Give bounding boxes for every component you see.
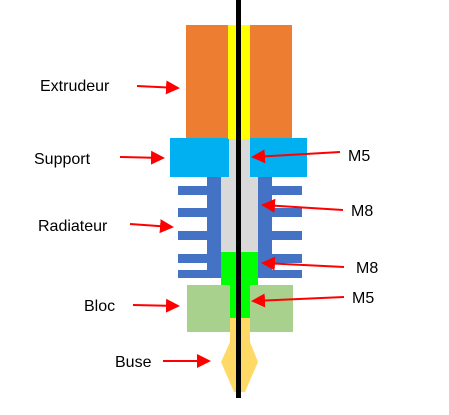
arrow-heatsink [129,219,174,234]
label-extruder: Extrudeur [40,78,110,95]
label-block: Bloc [84,298,115,315]
arrow-block [132,298,180,313]
heatsink-fin [178,270,210,278]
heatsink-fin [178,208,210,217]
filament [236,0,241,398]
heatsink-fin [270,231,302,240]
heatsink-fin [270,254,302,263]
arrow-m5-top [251,149,341,164]
heatsink-fin [270,270,302,278]
label-thread-m5-top: M5 [348,148,370,165]
heatsink-fin [178,186,210,195]
label-thread-m8-top: M8 [351,203,373,220]
arrow-extruder [136,80,180,95]
label-nozzle: Buse [115,354,152,371]
label-thread-m5-bottom: M5 [352,290,374,307]
label-heatsink: Radiateur [38,218,108,235]
label-support: Support [34,151,91,168]
heatsink-fin [270,186,302,195]
label-thread-m8-bottom: M8 [356,260,378,277]
arrow-m5-bottom [251,293,345,308]
arrow-m8-bottom [261,256,345,271]
heatsink-fin [178,231,210,240]
heatsink-core-left [207,176,221,278]
arrow-m8-top [261,198,344,213]
heatsink-fin [178,254,210,263]
arrow-support [119,150,165,165]
heatsink-fin [270,208,302,217]
